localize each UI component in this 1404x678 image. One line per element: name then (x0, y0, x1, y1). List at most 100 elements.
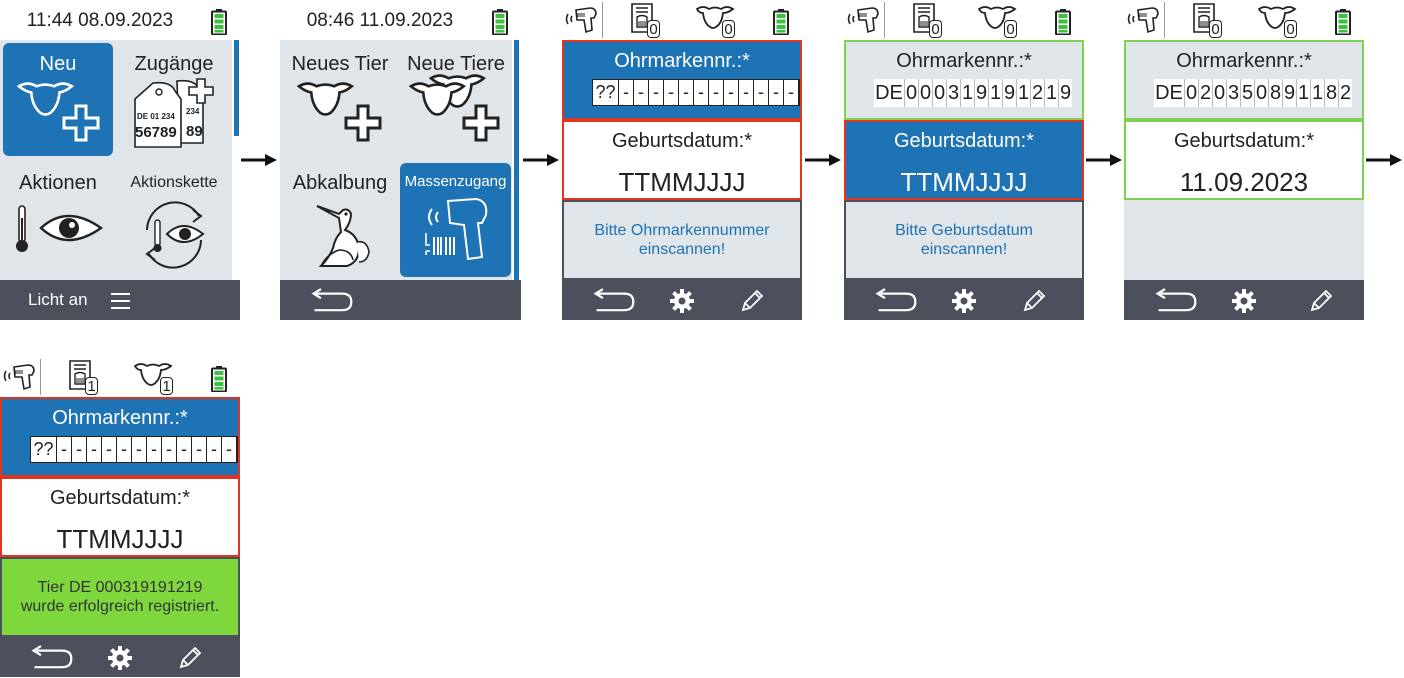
ear-tag-input[interactable]: DE 0 0 0 3 1 9 1 9 1 2 1 9 (874, 79, 1072, 107)
birth-date-field[interactable]: Geburtsdatum:* TTMMJJJJ (0, 477, 240, 557)
back-arrow-icon[interactable] (591, 288, 637, 314)
scanner-icon (2, 361, 38, 391)
ear-tag-label: Ohrmarkennr.:* (614, 50, 750, 72)
plus-icon (343, 103, 383, 143)
ear-tag-digit: 0 (904, 79, 918, 107)
clock: 08:46 11.09.2023 (306, 10, 454, 31)
pencil-icon[interactable] (1021, 288, 1047, 314)
ear-tag-input[interactable]: ?? ------------ (30, 436, 238, 463)
tile-neues-tier[interactable]: Neues Tier (283, 43, 397, 156)
ear-tag-label: Ohrmarkennr.:* (52, 407, 188, 429)
tile-aktionskette[interactable]: Aktionskette (117, 160, 231, 276)
birth-date-value: 11.09.2023 (1179, 167, 1309, 197)
scanner-icon (1126, 4, 1162, 34)
tag-text: 56789 (135, 124, 177, 141)
success-line: Tier DE 000319191219 (37, 579, 203, 596)
ear-tag-digit: 1 (1296, 79, 1310, 107)
ear-tag-label: Ohrmarkennr.:* (1176, 50, 1312, 72)
ear-tag-digit: 0 (1212, 79, 1226, 107)
ear-tag-prefix: DE (875, 82, 903, 104)
screen-scan-ear: 0 0 Ohrmarkennr.:* ?? ------------ Gebur… (562, 0, 802, 320)
ear-tag-field[interactable]: Ohrmarkennr.:* ?? ------------ (562, 40, 802, 120)
battery-icon (1335, 9, 1351, 35)
screen-main-menu: 11:44 08.09.2023 Neu Zugänge DE 01 234 5… (0, 0, 240, 320)
ear-tag-field[interactable]: Ohrmarkennr.:* ?? ------------ (0, 397, 240, 477)
ear-tag-digit: 5 (1240, 79, 1254, 107)
back-arrow-icon[interactable] (309, 288, 355, 314)
tile-label: Zugänge (134, 53, 214, 75)
success-message: Tier DE 000319191219 wurde erfolgreich r… (0, 557, 240, 637)
ear-tag-field[interactable]: Ohrmarkennr.:* DE 0 2 0 3 5 0 8 9 1 1 8 … (1124, 40, 1364, 120)
gear-icon[interactable] (1231, 288, 1257, 314)
ear-tag-field[interactable]: Ohrmarkennr.:* DE 0 0 0 3 1 9 1 9 1 2 1 … (844, 40, 1084, 120)
tile-label: Abkalbung (292, 172, 388, 194)
ear-tag-digit: 1 (988, 79, 1002, 107)
divider (40, 359, 41, 395)
bottom-bar (844, 280, 1084, 320)
tile-neu[interactable]: Neu (3, 43, 113, 156)
ear-tag-digit: 8 (1324, 79, 1338, 107)
status-bar: 0 0 (844, 0, 1084, 40)
tile-abkalbung[interactable]: Abkalbung (283, 160, 397, 276)
tag-text: 234 (186, 107, 200, 116)
ear-tag-input[interactable]: DE 0 2 0 3 5 0 8 9 1 1 8 2 (1154, 79, 1352, 107)
ear-tag-digit: 1 (960, 79, 974, 107)
stork-icon (316, 205, 370, 267)
birth-date-field[interactable]: Geburtsdatum:* 11.09.2023 (1124, 120, 1364, 200)
hamburger-icon[interactable] (111, 293, 130, 309)
ear-tag-digit: 0 (918, 79, 932, 107)
battery-icon (211, 9, 227, 35)
tag-text: 89 (186, 123, 203, 140)
tile-aktionen[interactable]: Aktionen (3, 160, 113, 276)
birth-date-field[interactable]: Geburtsdatum:* TTMMJJJJ (562, 120, 802, 200)
tile-massenzugang[interactable]: Massenzugang (400, 163, 511, 277)
battery-icon (211, 366, 227, 392)
flow-arrow-icon (805, 153, 841, 167)
tile-zugaenge[interactable]: Zugänge DE 01 234 56789 234 89 (117, 43, 231, 156)
tag-count: 0 (929, 20, 942, 38)
birth-date-label: Geburtsdatum:* (893, 130, 1035, 152)
birth-date-value: TTMMJJJJ (56, 524, 184, 554)
ear-tag-digit: 3 (946, 79, 960, 107)
scanner-icon (564, 4, 600, 34)
scrollbar[interactable] (514, 40, 519, 280)
tag-count: 0 (1209, 20, 1222, 38)
ear-tag-prefix: DE (1155, 82, 1183, 104)
tag-count: 1 (85, 377, 98, 395)
ear-tag-digit: 9 (1002, 79, 1016, 107)
tile-neue-tiere[interactable]: Neue Tiere (399, 43, 513, 156)
birth-date-value: TTMMJJJJ (900, 167, 1028, 197)
ear-tag-digit: 2 (1030, 79, 1044, 107)
birth-date-label: Geburtsdatum:* (49, 487, 191, 509)
back-arrow-icon[interactable] (29, 645, 75, 671)
gear-icon[interactable] (951, 288, 977, 314)
scrollbar[interactable] (234, 40, 239, 136)
thermometer-eye-icon (16, 205, 104, 252)
screen-scan-birth: 0 0 Ohrmarkennr.:* DE 0 0 0 3 1 9 1 9 1 … (844, 0, 1084, 320)
battery-icon (773, 9, 789, 35)
back-arrow-icon[interactable] (1153, 288, 1199, 314)
light-button[interactable]: Licht an (28, 290, 88, 309)
screen-complete: 0 0 Ohrmarkennr.:* DE 0 2 0 3 5 0 8 9 1 … (1124, 0, 1364, 320)
ear-tag-digit: 2 (1338, 79, 1352, 107)
birth-date-field[interactable]: Geburtsdatum:* TTMMJJJJ (844, 120, 1084, 200)
status-bar: 0 0 (562, 0, 802, 40)
ear-tag-input[interactable]: ?? ------------ (592, 79, 800, 106)
gear-icon[interactable] (107, 645, 133, 671)
ear-tag-digit: 8 (1268, 79, 1282, 107)
tile-label: Neue Tiere (407, 53, 505, 75)
status-bar: 08:46 11.09.2023 (280, 0, 520, 40)
ear-tag-digit: 1 (1016, 79, 1030, 107)
tile-label: Aktionskette (130, 174, 218, 191)
pencil-icon[interactable] (1308, 288, 1334, 314)
pencil-icon[interactable] (177, 645, 203, 671)
scanner-icon (425, 197, 488, 261)
back-arrow-icon[interactable] (873, 288, 919, 314)
ear-tag-icon (134, 78, 214, 148)
pencil-icon[interactable] (739, 288, 765, 314)
ear-tag-digit: 1 (1044, 79, 1058, 107)
animal-count: 0 (1004, 20, 1017, 38)
gear-icon[interactable] (669, 288, 695, 314)
screen-registered: 1 1 Ohrmarkennr.:* ?? ------------ Gebur… (0, 357, 240, 677)
ear-tag-digit: 0 (1254, 79, 1268, 107)
